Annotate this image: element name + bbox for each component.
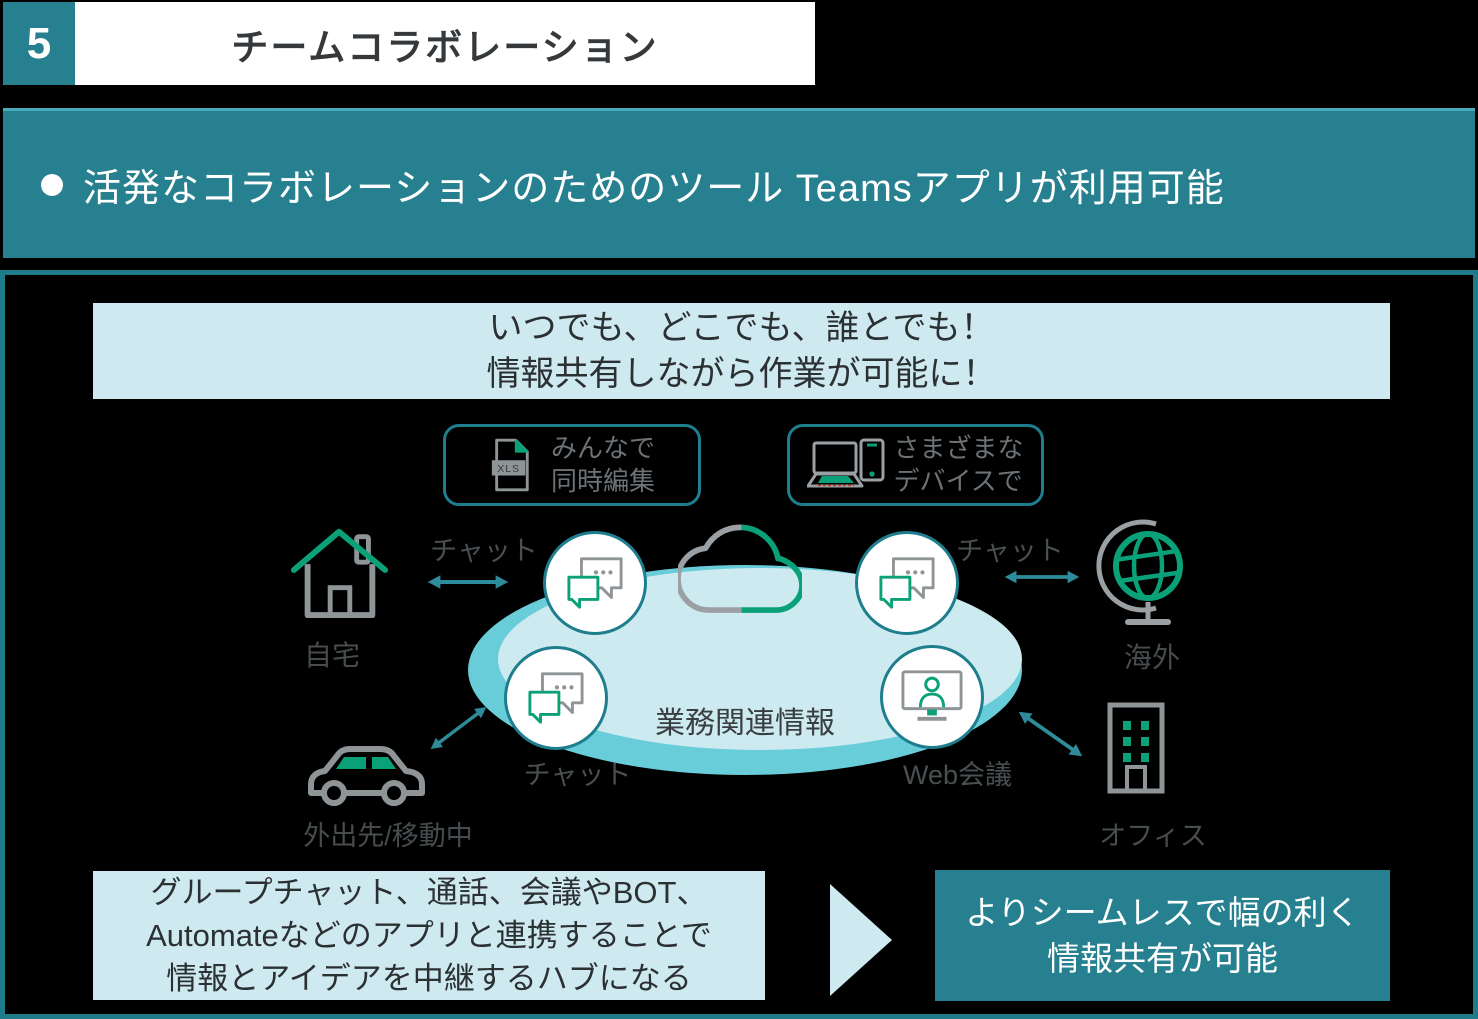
feature-box-devices: さまざまな デバイスで (787, 424, 1044, 506)
headline-box: いつでも、どこでも、誰とでも！ 情報共有しながら作業が可能に！ (93, 303, 1390, 399)
connection-label-office: Web会議 (902, 760, 1013, 790)
overseas-label: 海外 (1123, 642, 1180, 673)
svg-text:XLS: XLS (497, 463, 520, 475)
subtitle-text: 活発なコラボレーションのためのツール Teamsアプリが利用可能 (83, 168, 1225, 210)
headline-line-1: いつでも、どこでも、誰とでも！ (488, 309, 995, 347)
onthego-label: 外出先/移動中 (303, 821, 473, 851)
result-line-2: 情報共有が可能 (1047, 939, 1278, 977)
hub-label: 業務関連情報 (655, 707, 835, 740)
car-icon (308, 746, 425, 806)
page-title: チームコラボレーション (75, 2, 815, 85)
connection-label-overseas: チャット (956, 536, 1064, 566)
coedit-label-line2: 同時編集 (550, 466, 655, 496)
connection-label-home: チャット (430, 536, 538, 566)
cloud-icon (678, 524, 802, 613)
result-box: よりシームレスで幅の利く 情報共有が可能 (935, 870, 1390, 1001)
double-arrow-icon (430, 707, 487, 749)
home-label: 自宅 (303, 640, 360, 671)
double-arrow-icon (1004, 570, 1080, 584)
summary-line-2: Automateなどのアプリと連携することで (146, 918, 712, 953)
double-arrow-icon (427, 575, 509, 589)
office-label: オフィス (1099, 821, 1207, 851)
chat-circle-overseas (855, 531, 959, 635)
bullet-icon (41, 173, 63, 196)
devices-label-line2: デバイスで (893, 466, 1023, 496)
slide-number: 5 (3, 2, 75, 85)
feature-box-coedit: XLS みんなで 同時編集 (443, 424, 701, 506)
chat-bubbles-icon (879, 557, 935, 609)
chat-bubbles-icon (528, 672, 584, 724)
double-arrow-icon (1018, 711, 1083, 757)
chat-circle-home (543, 531, 647, 635)
building-icon (1107, 702, 1165, 794)
summary-line-1: グループチャット、通話、会議やBOT、 (150, 875, 708, 910)
xls-file-icon: XLS (491, 438, 529, 492)
web-conference-icon (901, 670, 963, 721)
coedit-label-line1: みんなで (550, 433, 655, 463)
webconf-circle-office (880, 645, 984, 749)
devices-label-line1: さまざまな (893, 433, 1024, 463)
chat-circle-onthego (504, 646, 608, 750)
result-line-1: よりシームレスで幅の利く (965, 893, 1360, 931)
summary-line-3: 情報とアイデアを中継するハブになる (166, 961, 692, 996)
chat-bubbles-icon (567, 557, 623, 609)
house-icon (290, 528, 389, 619)
devices-icon (807, 438, 885, 488)
connection-label-onthego: チャット (523, 760, 632, 790)
globe-icon (1096, 519, 1183, 625)
headline-line-2: 情報共有しながら作業が可能に！ (486, 355, 997, 393)
summary-box: グループチャット、通話、会議やBOT、 Automateなどのアプリと連携するこ… (93, 871, 765, 1000)
subtitle-banner: 活発なコラボレーションのためのツール Teamsアプリが利用可能 (3, 108, 1475, 258)
